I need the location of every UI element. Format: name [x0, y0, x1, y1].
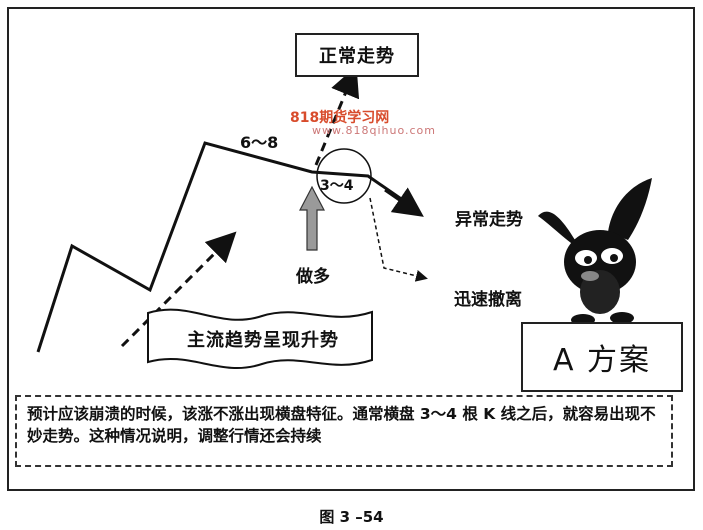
rabbit-mascot	[538, 178, 652, 326]
watermark-logo: 818期货学习网	[290, 110, 390, 126]
go-long-label: 做多	[296, 267, 330, 287]
normal-trend-label: 正常走势	[319, 46, 395, 67]
quick-exit-label: 迅速撤离	[454, 290, 522, 310]
quick-exit-dotted-arrow	[369, 197, 428, 282]
main-trend-label: 主流趋势呈现升势	[187, 330, 339, 351]
range-6-8-label: 6～8	[240, 133, 279, 152]
main-trend-dashed-arrow	[120, 231, 237, 348]
normal-trend-box: 正常走势	[295, 33, 419, 77]
normal-trend-dashed-arrow	[314, 65, 360, 166]
go-long-arrow	[299, 185, 325, 251]
description-text: 预计应该崩溃的时候，该涨不涨出现横盘特征。通常横盘 3～4 根 K 线之后，就容…	[27, 405, 656, 445]
range-3-4-label: 3～4	[320, 178, 354, 194]
main-trend-banner	[147, 308, 373, 369]
plan-a-box: A 方案	[521, 322, 683, 392]
consolidation-circle	[316, 148, 372, 204]
abnormal-trend-arrow	[384, 187, 424, 217]
price-line	[36, 141, 411, 353]
abnormal-trend-label: 异常走势	[455, 210, 523, 230]
outer-frame	[7, 7, 695, 491]
plan-a-label: A 方案	[552, 343, 652, 378]
figure-caption: 图 3 –54	[319, 508, 384, 526]
watermark-url: www.818qihuo.com	[312, 124, 436, 137]
description-box: 预计应该崩溃的时候，该涨不涨出现横盘特征。通常横盘 3～4 根 K 线之后，就容…	[15, 395, 673, 467]
